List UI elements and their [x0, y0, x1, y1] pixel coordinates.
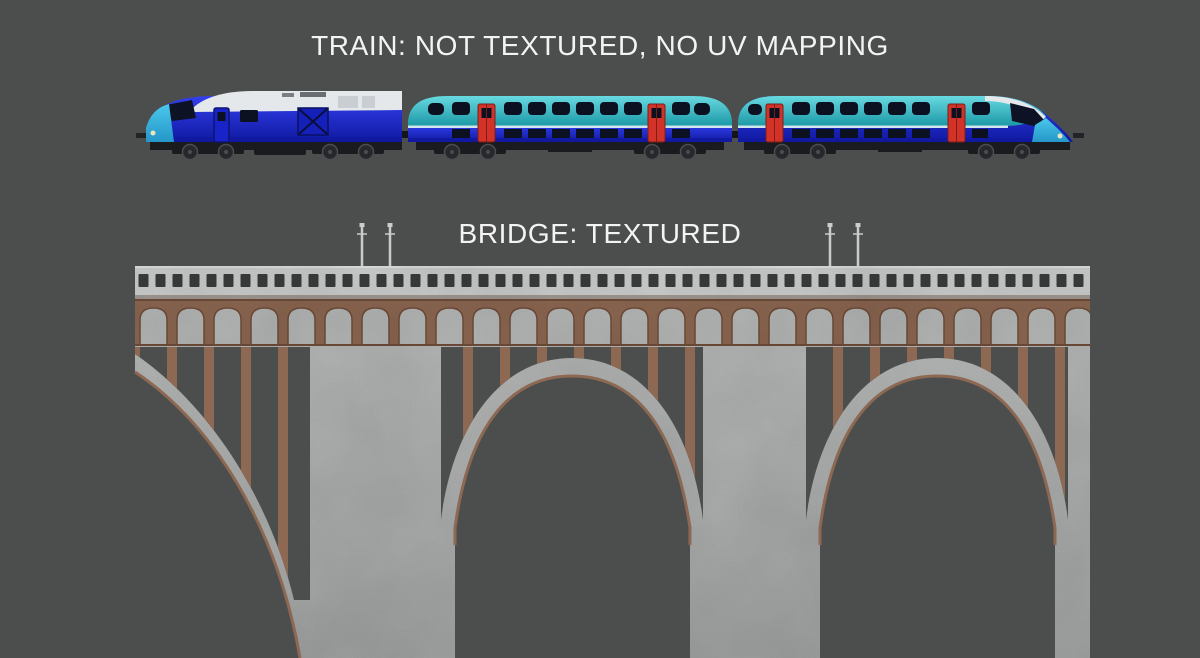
mast-icon	[853, 223, 863, 266]
mast-icon	[357, 223, 367, 266]
train-locomotive	[136, 91, 402, 161]
bridge-render	[134, 223, 1090, 658]
coach1-lower-windows	[452, 129, 690, 138]
bridge-spandrel-columns	[135, 347, 1068, 600]
arch-opening-1	[455, 376, 690, 658]
bridge-arch-edging	[134, 370, 1057, 658]
mast-icon	[825, 223, 835, 266]
bridge-arch-openings	[135, 372, 1055, 658]
cab-coupler	[1073, 133, 1084, 138]
coupler-gap-2	[732, 131, 738, 138]
loco-headlight	[150, 130, 156, 136]
coach2-doors	[765, 103, 966, 143]
loco-coupler	[136, 133, 147, 138]
bridge-masts	[357, 223, 863, 266]
loco-fuel-tank	[254, 144, 306, 155]
train-coach-2-cab	[738, 96, 1084, 161]
bridge-caption: BRIDGE: TEXTURED	[458, 218, 742, 249]
cab-windshield	[1010, 103, 1045, 127]
arch-opening-left	[135, 372, 300, 658]
train-render	[136, 91, 1084, 161]
train-caption: TRAIN: NOT TEXTURED, NO UV MAPPING	[311, 30, 889, 61]
coach1-doors	[477, 103, 666, 143]
train-coach-1	[408, 96, 732, 161]
coach2-upper-windows	[748, 102, 990, 115]
loco-windshield	[166, 100, 196, 121]
loco-window	[240, 110, 258, 122]
mast-icon	[385, 223, 395, 266]
cab-headlight	[1057, 133, 1063, 139]
coach2-lower-windows	[792, 129, 988, 138]
arch-opening-2	[820, 376, 1055, 658]
coach1-upper-windows	[428, 102, 710, 115]
coupler-gap-1	[402, 131, 408, 138]
